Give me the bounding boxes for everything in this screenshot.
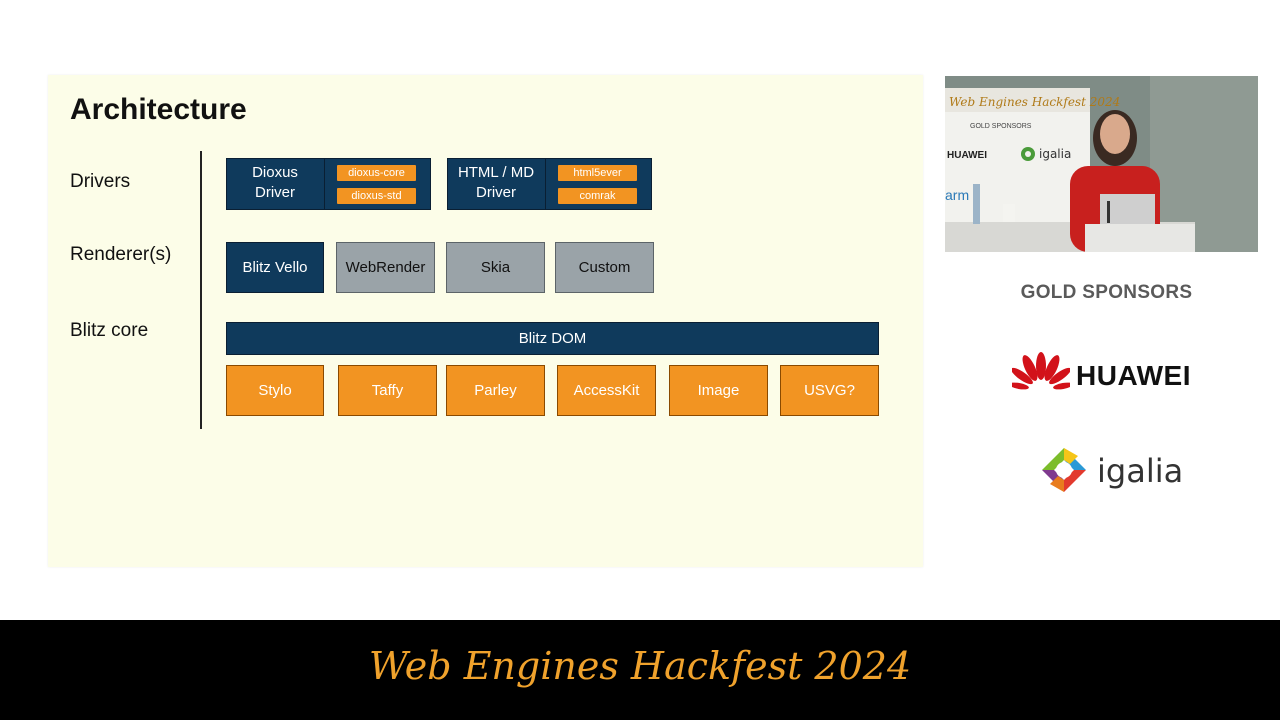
tag-html5ever: html5ever (558, 165, 637, 181)
row-label-core: Blitz core (70, 320, 149, 341)
core-module-image: Image (669, 365, 768, 416)
driver-html-md-line1: HTML / MD (457, 164, 535, 181)
video-igalia-text: igalia (1039, 147, 1071, 161)
slide-title: Architecture (70, 93, 247, 126)
renderer-skia: Skia (446, 242, 545, 293)
driver-dioxus-line1: Dioxus (252, 164, 298, 181)
driver-html-md-label: HTML / MD Driver (447, 163, 545, 203)
tag-dioxus-std: dioxus-std (337, 188, 416, 204)
tag-comrak: comrak (558, 188, 637, 204)
footer-bar (0, 620, 1280, 720)
slide: Architecture Drivers Renderer(s) Blitz c… (48, 75, 923, 567)
renderer-custom: Custom (555, 242, 654, 293)
driver-dioxus-label: Dioxus Driver (226, 163, 324, 203)
row-label-drivers: Drivers (70, 171, 131, 192)
driver-dioxus-line2: Driver (255, 184, 295, 201)
divider-line (200, 151, 202, 429)
core-module-stylo: Stylo (226, 365, 324, 416)
core-module-accesskit: AccessKit (557, 365, 656, 416)
driver-divider (324, 159, 325, 209)
row-label-renderers: Renderer(s) (70, 244, 172, 265)
core-module-taffy: Taffy (338, 365, 437, 416)
speaker-video-scene: Web Engines Hackfest 2024 GOLD SPONSORS … (945, 76, 1258, 252)
igalia-logo-text: igalia (1097, 452, 1184, 490)
driver-html-md-line2: Driver (476, 184, 516, 201)
video-banner-text: Web Engines Hackfest 2024 (949, 95, 1120, 109)
driver-divider (545, 159, 546, 209)
video-gold-text: GOLD SPONSORS (970, 123, 1032, 130)
core-module-usvg: USVG? (780, 365, 879, 416)
speaker-video: Web Engines Hackfest 2024 GOLD SPONSORS … (945, 76, 1258, 252)
blitz-dom: Blitz DOM (226, 322, 879, 355)
tag-dioxus-core: dioxus-core (337, 165, 416, 181)
sponsors-title: GOLD SPONSORS (1020, 282, 1193, 303)
huawei-logo-icon (1012, 352, 1070, 390)
event-banner: Web Engines Hackfest 2024 (368, 644, 912, 688)
renderer-webrender: WebRender (336, 242, 435, 293)
svg-text:arm: arm (945, 187, 969, 203)
renderer-blitz-vello: Blitz Vello (226, 242, 324, 293)
video-huawei-text: HUAWEI (947, 150, 987, 161)
igalia-logo-icon (1042, 448, 1086, 492)
core-module-parley: Parley (446, 365, 545, 416)
huawei-logo-text: HUAWEI (1076, 360, 1191, 391)
